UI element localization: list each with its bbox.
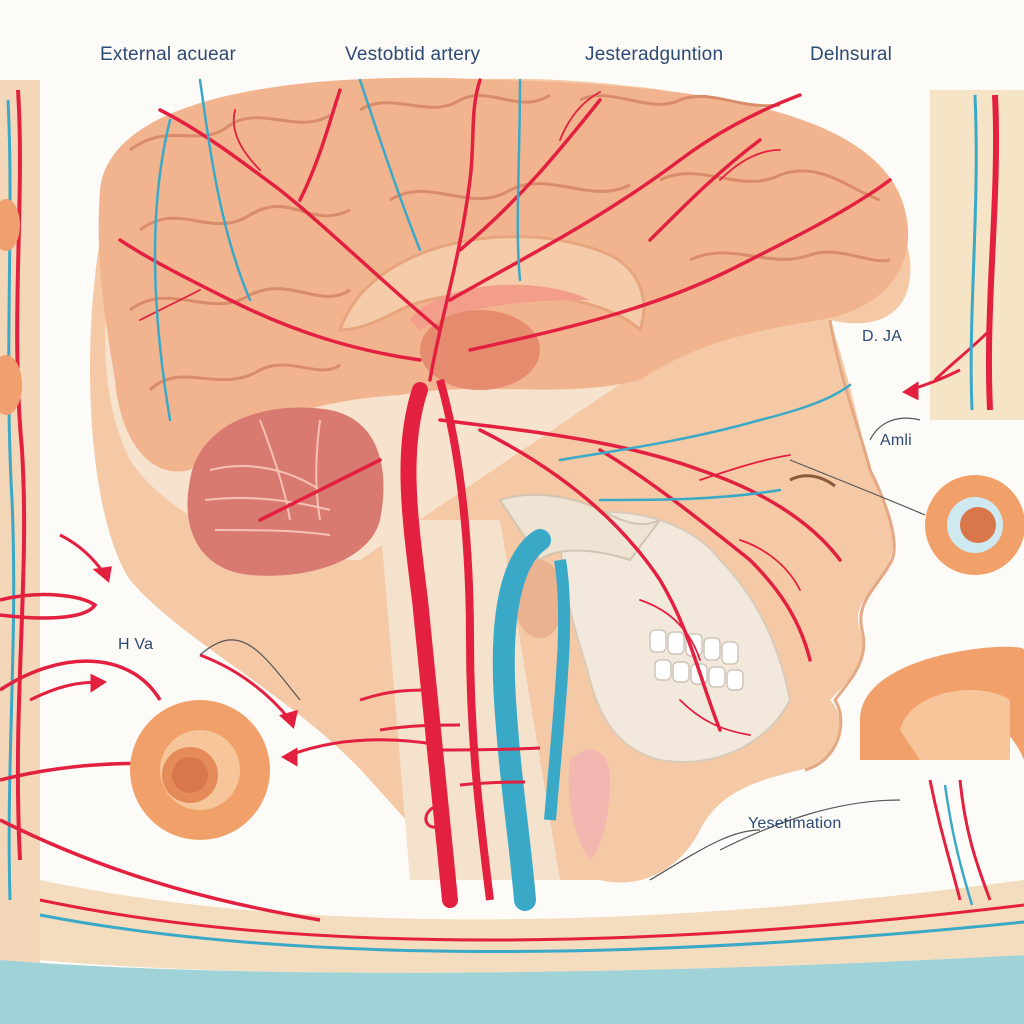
arrow-center bbox=[199, 653, 292, 721]
label-external-acuear: External acuear bbox=[100, 44, 237, 65]
label-yesetimation: Yesetimation bbox=[748, 815, 842, 832]
label-h-va: H Va bbox=[118, 636, 154, 653]
teeth bbox=[649, 629, 744, 691]
bottom-vein bbox=[39, 913, 1024, 953]
jugular-vein-branch bbox=[544, 559, 571, 821]
right-tissue-band bbox=[930, 90, 1024, 420]
left-node-upper bbox=[0, 199, 20, 251]
right-artery-branch bbox=[933, 328, 992, 382]
arrow-to-neck bbox=[289, 738, 441, 757]
label-amli: Amli bbox=[880, 432, 912, 449]
throat bbox=[568, 749, 610, 860]
bottom-artery bbox=[39, 898, 1024, 942]
cerebellum-folia bbox=[204, 419, 331, 536]
cerebellum bbox=[187, 407, 384, 576]
vessel-cross-section-left bbox=[130, 700, 270, 840]
face-profile bbox=[804, 319, 896, 772]
thalamus bbox=[420, 310, 540, 390]
left-node-lower bbox=[0, 355, 22, 415]
carotid-artery-2 bbox=[436, 378, 494, 901]
bottom-tissue-band bbox=[0, 955, 1024, 1024]
label-vestobtid-artery: Vestobtid artery bbox=[345, 44, 481, 65]
arch-vessels bbox=[928, 779, 962, 901]
right-vein bbox=[969, 94, 978, 411]
label-delnsural: Delnsural bbox=[810, 44, 893, 65]
neck-vessels bbox=[359, 688, 541, 829]
bottom-skin-band bbox=[40, 880, 1024, 973]
jugular-vein bbox=[492, 529, 551, 911]
cerebral-veins bbox=[153, 78, 852, 502]
arrows bbox=[29, 368, 961, 767]
label-d-ja: D. JA bbox=[862, 328, 903, 345]
leader-lines bbox=[199, 417, 926, 881]
small-arteries bbox=[139, 91, 801, 736]
eye bbox=[789, 474, 836, 488]
vessel-cross-section-right bbox=[925, 475, 1024, 575]
label-jesteradguntion: Jesteradguntion bbox=[585, 44, 724, 65]
vessel-cross-section-arch bbox=[860, 646, 1024, 906]
left-artery bbox=[15, 89, 27, 861]
carotid-artery bbox=[400, 382, 458, 908]
brain-gyri bbox=[129, 93, 891, 392]
right-artery bbox=[985, 94, 1000, 411]
corpus-callosum bbox=[337, 235, 646, 333]
cerebral-arteries bbox=[118, 78, 892, 732]
